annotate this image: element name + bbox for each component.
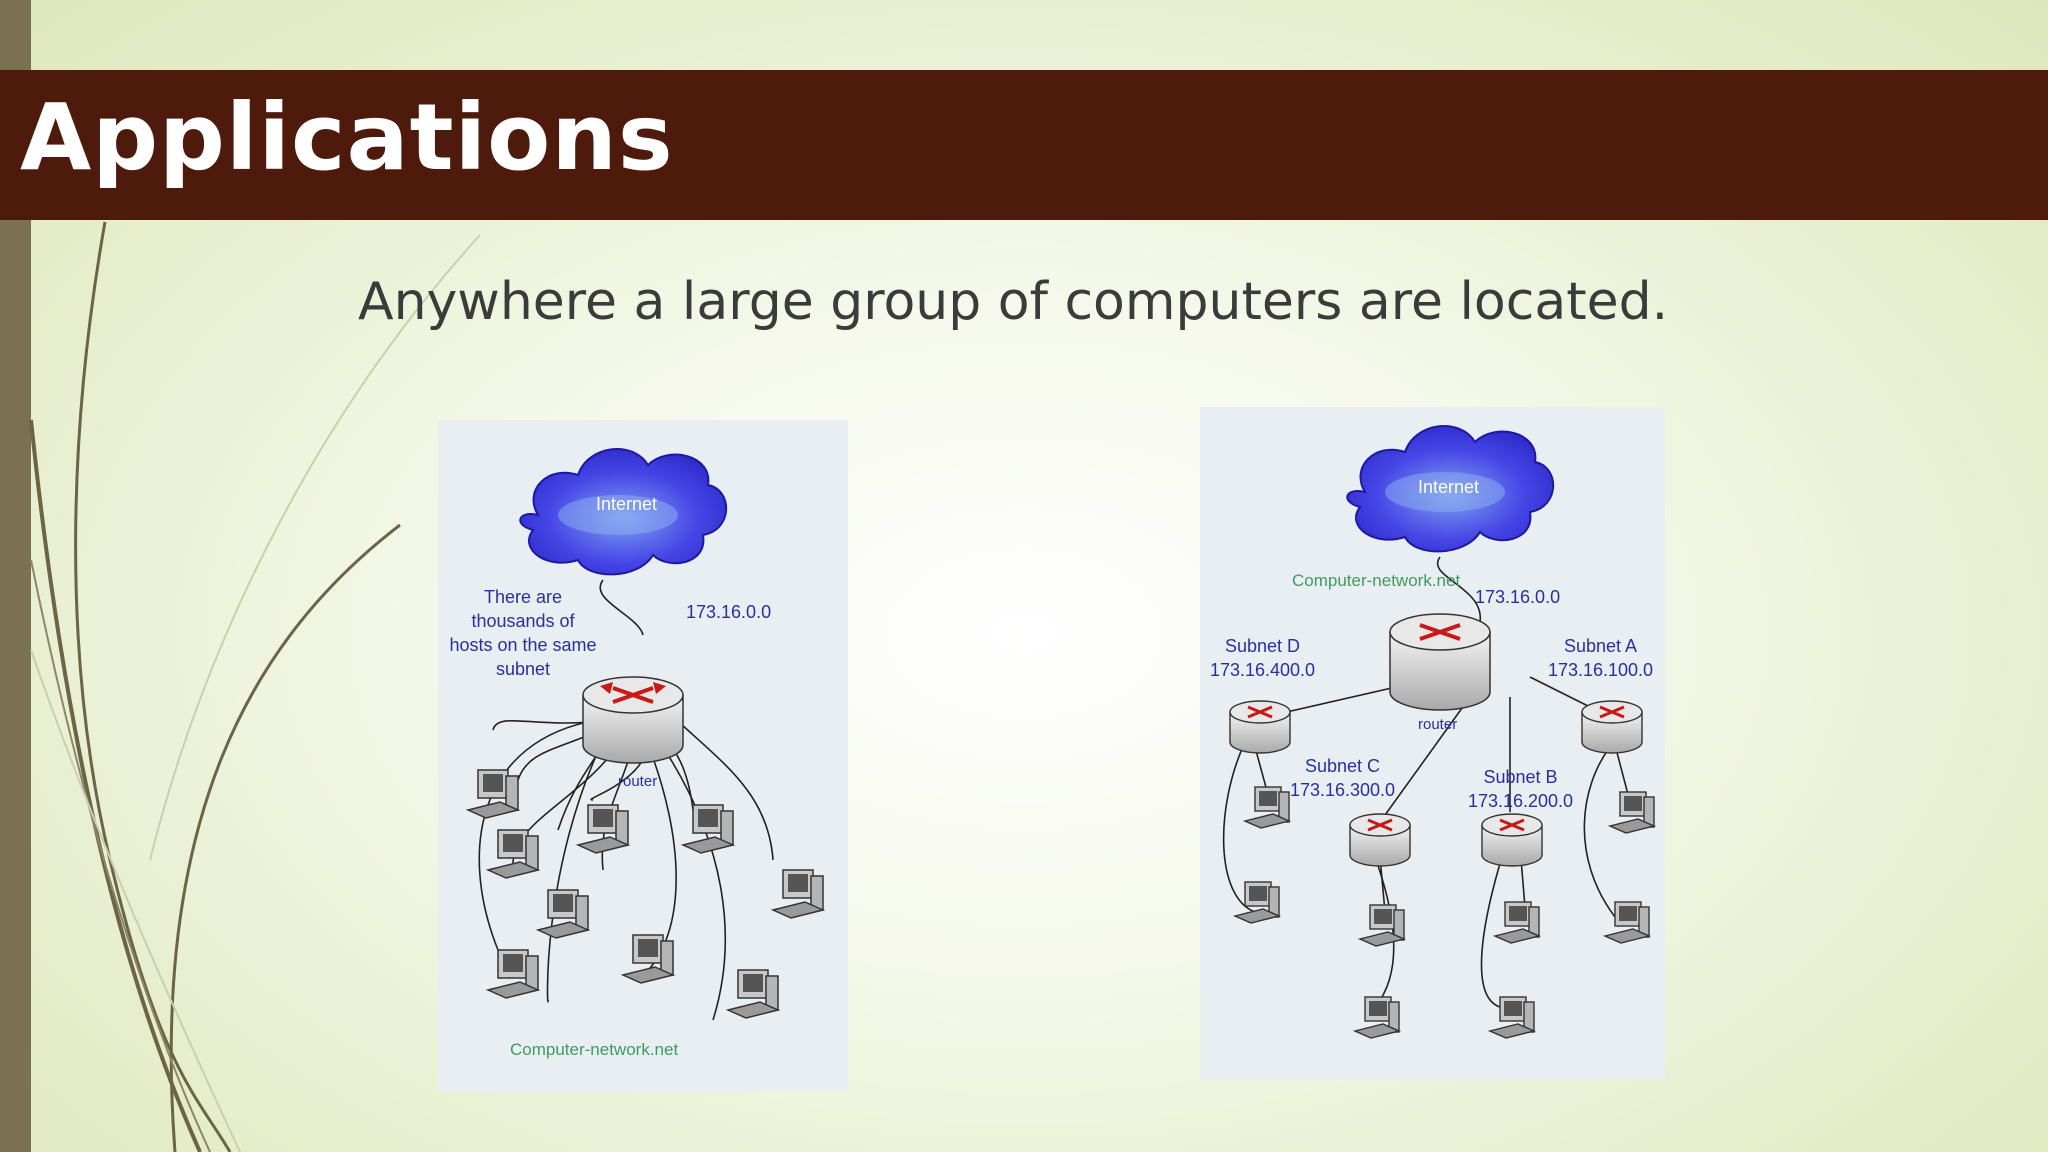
internet-cloud-icon xyxy=(1346,425,1555,553)
subnet-d-name: Subnet D xyxy=(1224,636,1301,656)
multi-subnet-diagram: Internet Computer-network.net 173.16.0.0… xyxy=(1200,407,1665,1080)
internet-label: Internet xyxy=(596,494,658,514)
router-label: router xyxy=(1418,716,1458,733)
network-ip-label: 173.16.0.0 xyxy=(686,602,772,622)
subnet-c-computers xyxy=(1354,904,1405,1039)
subnet-a-ip: 173.16.100.0 xyxy=(1547,660,1654,680)
single-subnet-network-graphic xyxy=(467,448,824,1021)
subnet-b-computers xyxy=(1489,901,1540,1039)
router-d-icon xyxy=(1229,700,1291,754)
router-icon xyxy=(582,676,684,764)
watermark-label: Computer-network.net xyxy=(510,1040,679,1059)
router-c-icon xyxy=(1349,813,1411,867)
subnet-note: There are thousands of hosts on the same… xyxy=(449,587,597,679)
subnet-d-computers xyxy=(1234,786,1290,924)
subnet-c-ip: 173.16.300.0 xyxy=(1289,780,1396,800)
internet-label: Internet xyxy=(1418,477,1480,497)
subnet-a-name: Subnet A xyxy=(1563,636,1638,656)
slide-title: Applications xyxy=(20,84,674,191)
multi-subnet-network-graphic xyxy=(1222,425,1655,1039)
slide-subtitle: Anywhere a large group of computers are … xyxy=(358,272,1669,332)
subnet-b-ip: 173.16.200.0 xyxy=(1467,791,1574,811)
watermark-label: Computer-network.net xyxy=(1292,571,1461,590)
network-ip-label: 173.16.0.0 xyxy=(1475,587,1561,607)
title-band xyxy=(0,70,2048,220)
internet-cloud-icon xyxy=(519,448,728,576)
subnet-c-name: Subnet C xyxy=(1304,756,1381,776)
subnet-b-name: Subnet B xyxy=(1483,767,1558,787)
main-router-icon xyxy=(1389,613,1491,711)
subnet-d-ip: 173.16.400.0 xyxy=(1209,660,1316,680)
router-b-icon xyxy=(1481,813,1543,867)
router-label: router xyxy=(618,773,658,790)
subnet-a-computers xyxy=(1604,791,1655,944)
single-subnet-diagram: Internet There are thousands of hosts on… xyxy=(438,420,848,1092)
router-a-icon xyxy=(1581,700,1643,754)
